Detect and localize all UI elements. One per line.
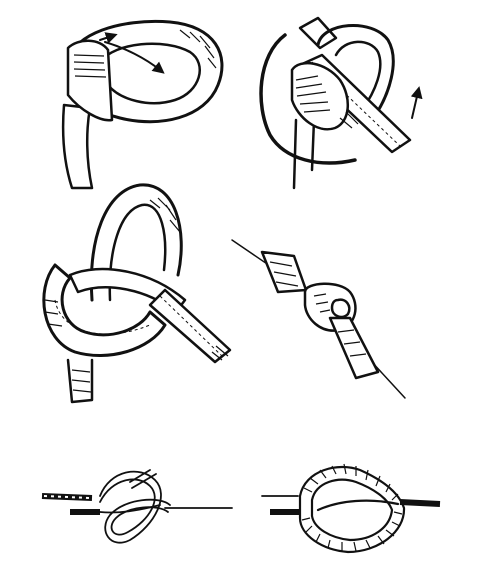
step-6-panel [262,464,440,552]
step-4-upper-strap [262,252,306,292]
step-6-rope-inner [312,480,392,540]
step-6-rope-crossing [318,501,398,510]
step-1-loop-inner [100,44,200,103]
step-4-panel [232,240,405,398]
step-5-cord-outer [100,472,170,543]
step-4-lower-strap [330,318,378,378]
step-2-standing-strap [294,120,314,188]
step-1-panel [63,21,222,188]
step-3-panel [44,185,230,402]
step-2-arrow [412,92,418,118]
step-5-panel [42,470,232,543]
step-2-panel [261,18,418,188]
step-1-standing-strap [63,105,92,188]
step-6-rope-texture [302,464,402,551]
step-6-right-strand-stub [400,502,440,504]
